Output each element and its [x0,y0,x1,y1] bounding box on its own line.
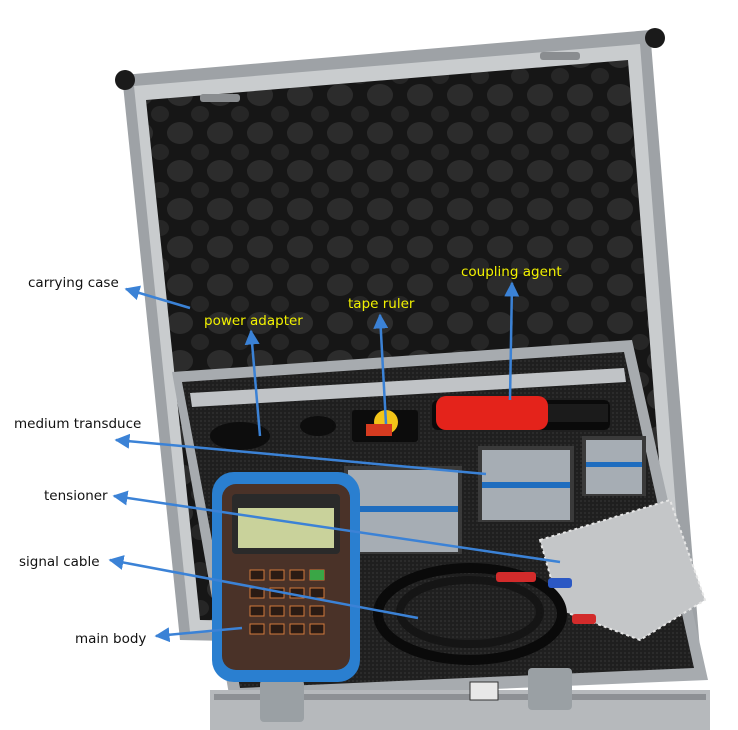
brand-plate [469,681,499,701]
label-carrying-case: carrying case [28,275,119,291]
label-medium-transducer: medium transduce [14,416,142,432]
divider-rail [190,368,626,407]
label-coupling-agent: coupling agent [461,264,562,280]
transducer-large-shape [344,466,462,554]
arrow-coupling-agent [504,281,520,401]
power-adapter-shape [210,416,336,450]
arrow-tape-ruler [373,313,389,425]
lid-hinge [540,52,580,60]
label-power-adapter: power adapter [204,313,303,329]
label-main-body: main body [75,631,147,647]
arrow-medium-transducer [114,433,487,476]
label-tape-ruler: tape ruler [348,296,415,312]
main-body-shape [212,472,360,682]
label-tensioner: tensioner [44,488,108,504]
arrow-carrying-case [124,285,191,310]
signal-cable-shape [373,563,596,665]
arrow-power-adapter [244,329,262,437]
arrow-main-body [154,626,243,643]
lid-hinge [200,94,240,102]
transducer-small-shape [582,436,646,496]
arrow-signal-cable [108,555,419,620]
case-latch [260,680,304,722]
arrow-tensioner [112,490,561,564]
transducer-medium-shape [478,446,574,522]
coupling-agent-shape [432,396,610,430]
label-signal-cable: signal cable [19,554,100,570]
case-latch [528,668,572,710]
